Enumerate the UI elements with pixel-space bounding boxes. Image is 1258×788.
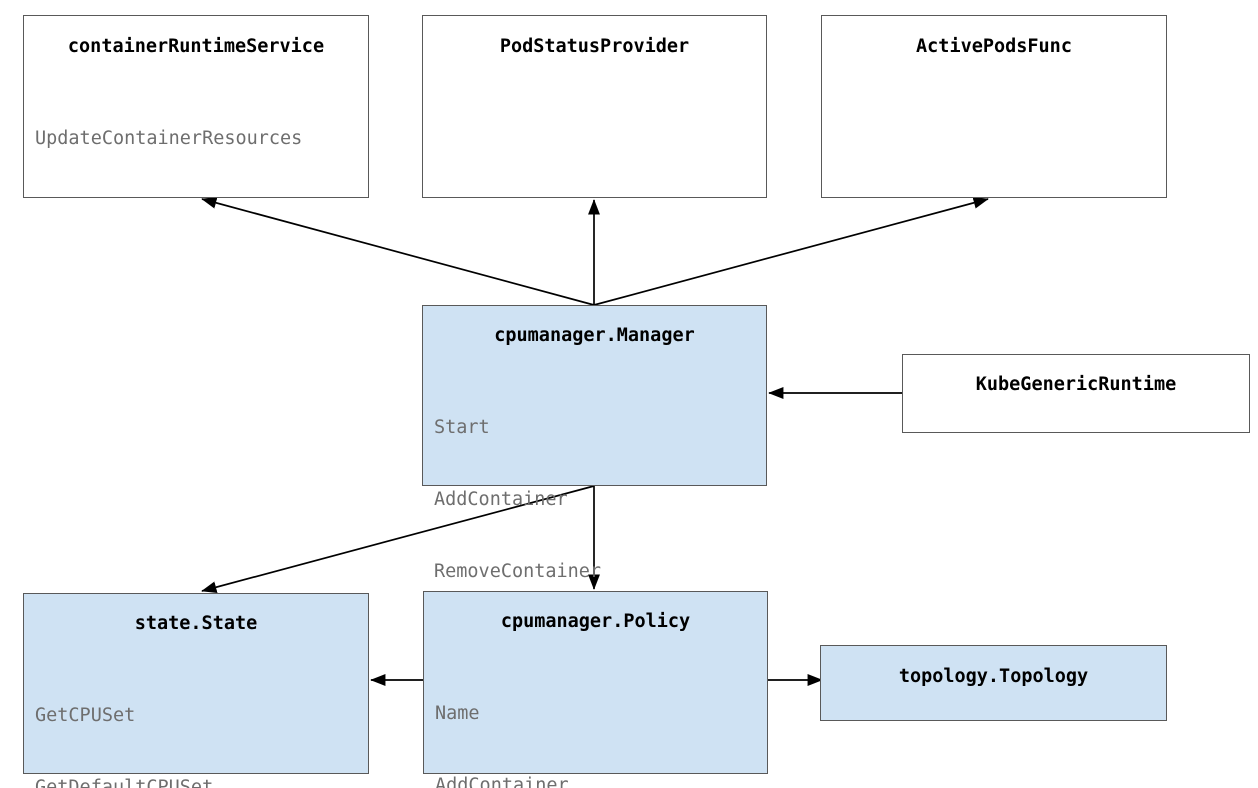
node-title: PodStatusProvider [499,36,690,57]
node-pod-status-provider[interactable]: PodStatusProvider [422,15,767,198]
node-title: containerRuntimeService [67,36,325,57]
node-title: topology.Topology [898,666,1089,687]
node-method-list: UpdateContainerResources [35,79,368,199]
node-method-item: AddContainer [434,489,568,510]
node-title: cpumanager.Policy [500,611,691,632]
edge-manager-to-containerruntimeservice [201,197,595,306]
node-active-pods-func[interactable]: ActivePodsFunc [821,15,1167,198]
node-kube-generic-runtime[interactable]: KubeGenericRuntime [902,354,1250,433]
node-method-item: UpdateContainerResources [35,128,303,149]
node-method-item: AddContainer [435,775,569,788]
node-method-item: Start [434,417,490,438]
edge-manager-to-activepodsfunc [593,197,989,306]
node-topology-topology[interactable]: topology.Topology [820,645,1167,721]
node-cpumanager-manager[interactable]: cpumanager.Manager Start AddContainer Re… [422,305,767,654]
node-title: KubeGenericRuntime [975,374,1177,395]
node-title: ActivePodsFunc [916,36,1072,57]
node-state-state[interactable]: state.State GetCPUSet GetDefaultCPUSet S… [23,593,369,788]
node-method-item: GetDefaultCPUSet [35,777,214,788]
node-cpumanager-policy[interactable]: cpumanager.Policy Name AddContainer Remo… [423,591,768,788]
node-container-runtime-service[interactable]: containerRuntimeService UpdateContainerR… [23,15,369,198]
node-method-list: Name AddContainer RemoveContainer [435,654,767,788]
node-method-list: GetCPUSet GetDefaultCPUSet SetCPUSet Set… [35,656,368,788]
node-method-item: Name [435,703,480,724]
node-method-item: GetCPUSet [35,705,136,726]
node-method-item: RemoveContainer [434,561,602,582]
node-title: cpumanager.Manager [494,325,695,346]
node-title: state.State [134,613,258,634]
